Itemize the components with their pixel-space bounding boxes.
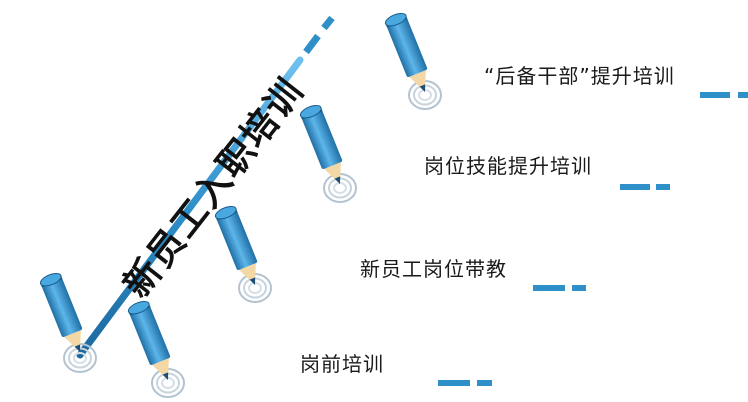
main-pencil-icon: [38, 270, 97, 373]
step-1-label: “后备干部”提升培训: [484, 64, 675, 88]
step-4-label: 岗前培训: [300, 352, 384, 376]
main-diagonal-line: [76, 15, 335, 359]
step-2-label: 岗位技能提升培训: [424, 154, 592, 178]
step-3-label: 新员工岗位带教: [360, 257, 507, 281]
